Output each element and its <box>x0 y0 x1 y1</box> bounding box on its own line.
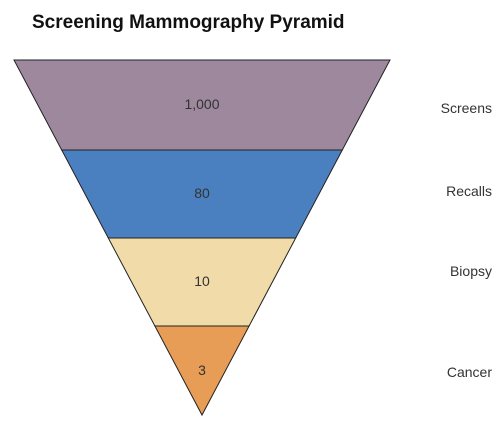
tier-biopsy-value: 10 <box>194 273 210 289</box>
tier-recalls-value: 80 <box>194 185 210 201</box>
tier-recalls-label: Recalls <box>446 183 492 199</box>
tier-biopsy-label: Biopsy <box>450 263 492 279</box>
diagram-title: Screening Mammography Pyramid <box>32 12 345 33</box>
tier-screens-value: 1,000 <box>184 96 219 112</box>
tier-cancer-label: Cancer <box>447 364 492 380</box>
tier-values: 1,000 80 10 3 <box>184 96 219 378</box>
tier-labels: Screens Recalls Biopsy Cancer <box>441 100 493 380</box>
tier-cancer-band <box>154 325 250 417</box>
pyramid-tiers <box>13 59 391 417</box>
tier-screens-label: Screens <box>441 100 492 116</box>
tier-cancer-value: 3 <box>198 362 206 378</box>
